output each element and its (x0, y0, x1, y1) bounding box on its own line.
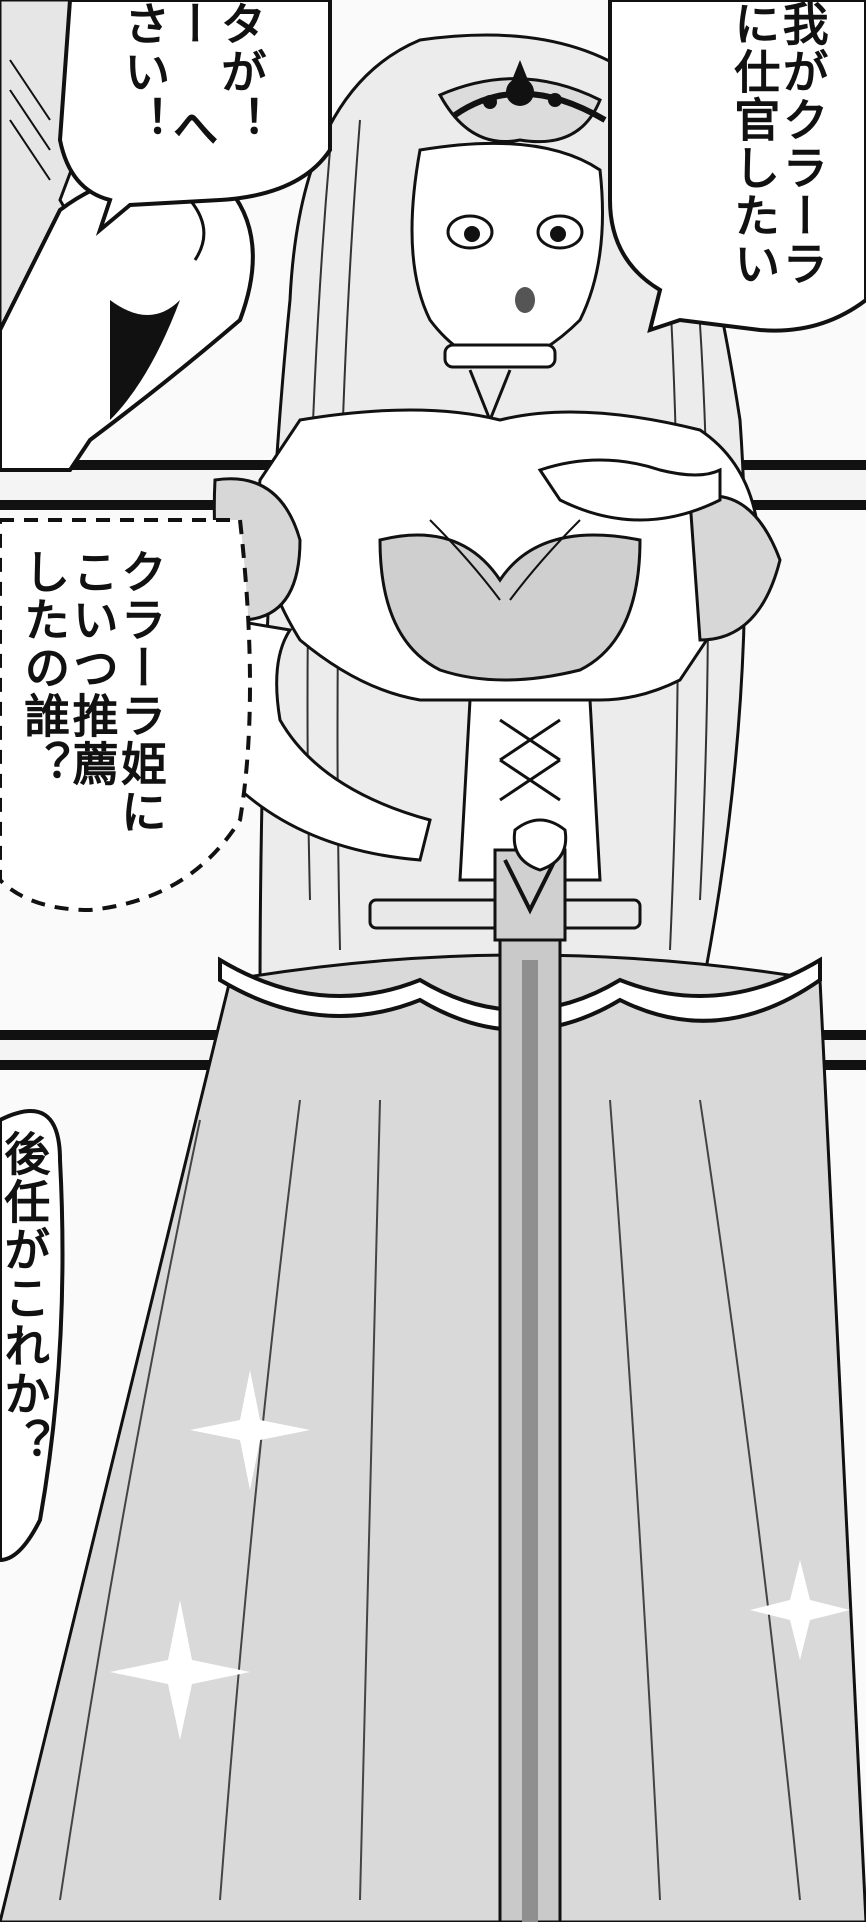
balloon-top-right: 我がクラーラ に仕官したい (727, 0, 830, 300)
balloon-middle-line-3: したの誰？ (17, 548, 72, 788)
balloon-top-left-line-2: ー へ (165, 0, 220, 152)
princess-face (410, 77, 604, 425)
balloon-top-left-line-1: さい！ (117, 0, 172, 144)
balloon-bottom-left: 後任がこれか？ (0, 1130, 52, 1550)
balloon-top-right-line-2: に仕官したい (727, 0, 782, 288)
balloon-middle-line-2: こいつ推薦 (65, 548, 120, 788)
tiara (453, 60, 607, 123)
sparkles (110, 1370, 850, 1740)
balloon-bottom-left-line-1: 後任がこれか？ (0, 1130, 52, 1466)
balloon-middle: クラーラ姫に こいつ推薦 したの誰？ (17, 548, 168, 868)
balloon-top-right-line-1: 我がクラーラ (775, 0, 830, 288)
balloon-top-left: タが！ ー へ さい！ (117, 0, 268, 190)
princess-skirt (0, 953, 866, 1922)
balloon-shapes (0, 0, 866, 1563)
balloon-top-left-line-3: タが！ (213, 0, 268, 144)
sword (368, 818, 642, 1922)
princess-body (212, 408, 782, 882)
balloon-middle-line-1: クラーラ姫に (113, 548, 168, 836)
